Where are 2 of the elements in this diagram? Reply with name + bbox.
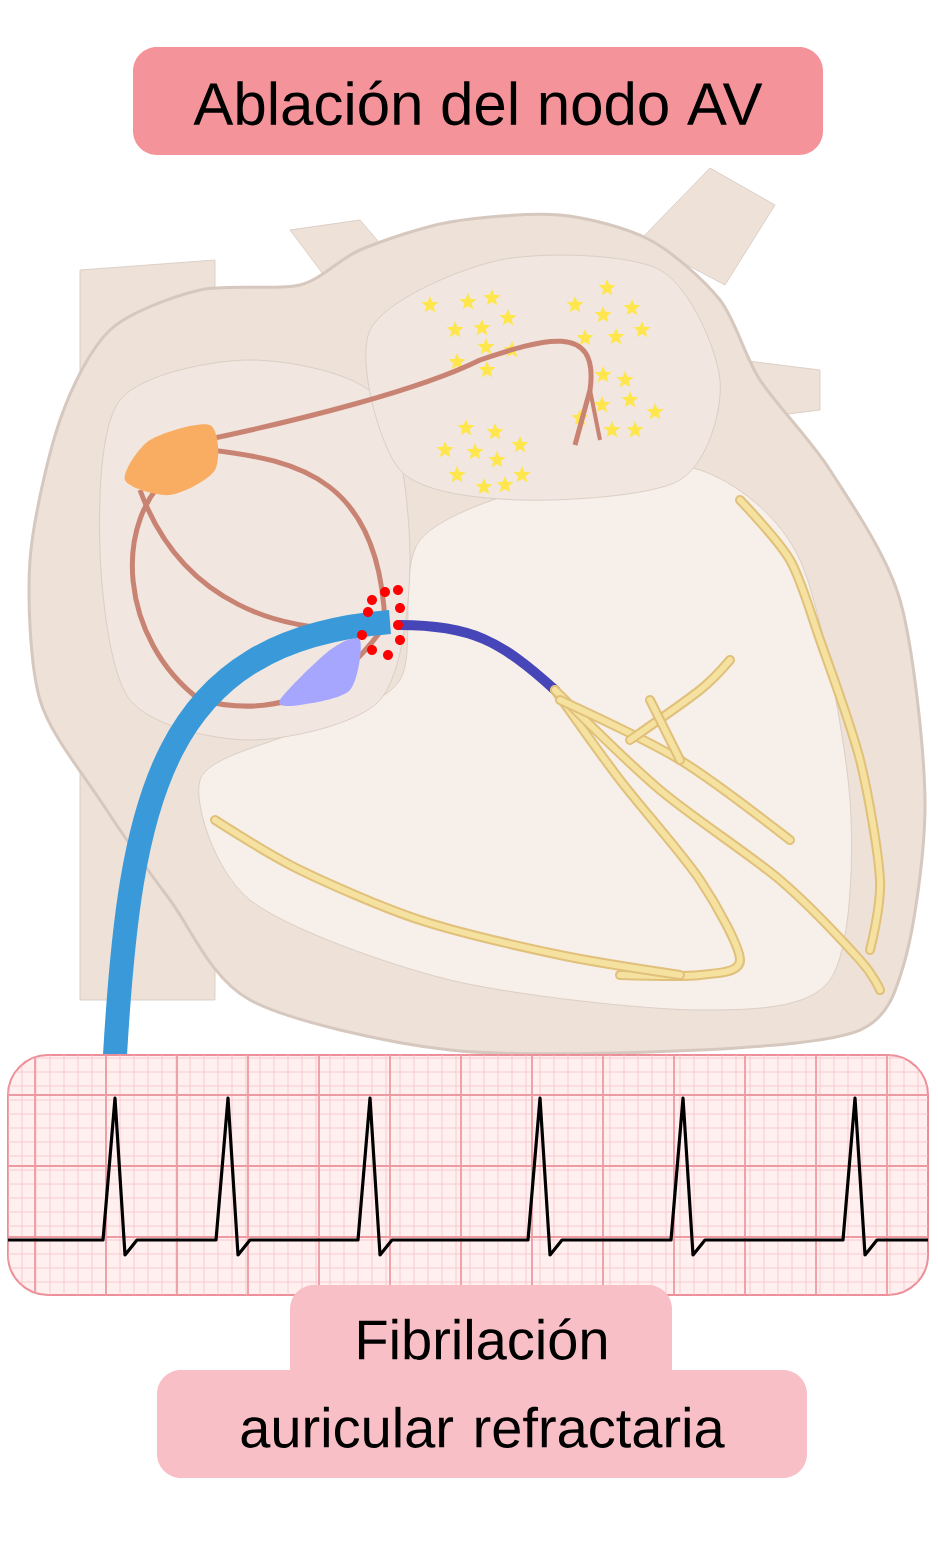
- title-banner: Ablación del nodo AV: [133, 47, 823, 155]
- caption-banner: Fibrilación auricular refractaria: [157, 1285, 807, 1478]
